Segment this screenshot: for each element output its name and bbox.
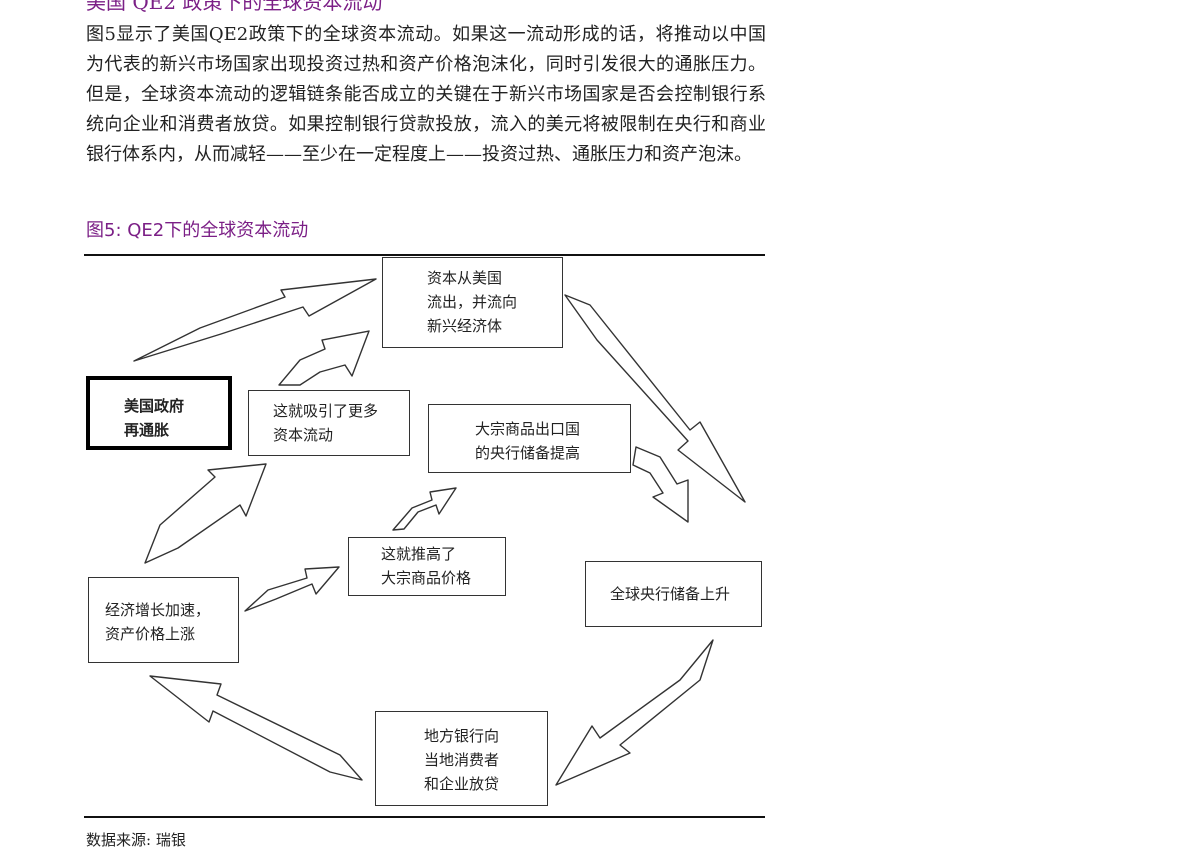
- arrow-gov-to-capital: [133, 278, 377, 362]
- box-global-reserves: 全球央行储备上升: [585, 561, 762, 627]
- arrow-growth-to-attract: [144, 463, 267, 564]
- body-paragraph: 图5显示了美国QE2政策下的全球资本流动。如果这一流动形成的话，将推动以中国为代…: [86, 24, 766, 165]
- box-local-banks: 地方银行向 当地消费者 和企业放贷: [375, 711, 548, 806]
- figure-top-rule: [84, 254, 765, 256]
- arrow-banks-to-growth: [149, 675, 363, 781]
- arrow-growth-to-prices: [244, 566, 340, 612]
- arrow-capital-to-reserves: [564, 294, 746, 503]
- box-commodity-central-bank: 大宗商品出口国 的央行储备提高: [428, 404, 631, 473]
- box-us-government: 美国政府 再通胀: [86, 376, 232, 450]
- box-growth-asset-prices: 经济增长加速， 资产价格上涨: [88, 577, 239, 663]
- arrow-attract-to-capital: [278, 330, 370, 386]
- arrow-prices-to-commodity: [392, 487, 457, 531]
- arrow-reserves-to-banks: [555, 639, 714, 786]
- figure-title: 图5: QE2下的全球资本流动: [86, 220, 309, 241]
- figure-source: 数据来源: 瑞银: [86, 831, 186, 849]
- box-attract-capital: 这就吸引了更多 资本流动: [248, 390, 410, 456]
- box-capital-outflow: 资本从美国 流出，并流向 新兴经济体: [382, 257, 563, 348]
- box-push-commodity-prices: 这就推高了 大宗商品价格: [348, 537, 506, 596]
- arrow-commodity-to-reserves: [632, 446, 689, 523]
- figure-bottom-rule: [84, 816, 765, 818]
- section-heading: 美国 QE2 政策下的全球资本流动: [86, 0, 383, 14]
